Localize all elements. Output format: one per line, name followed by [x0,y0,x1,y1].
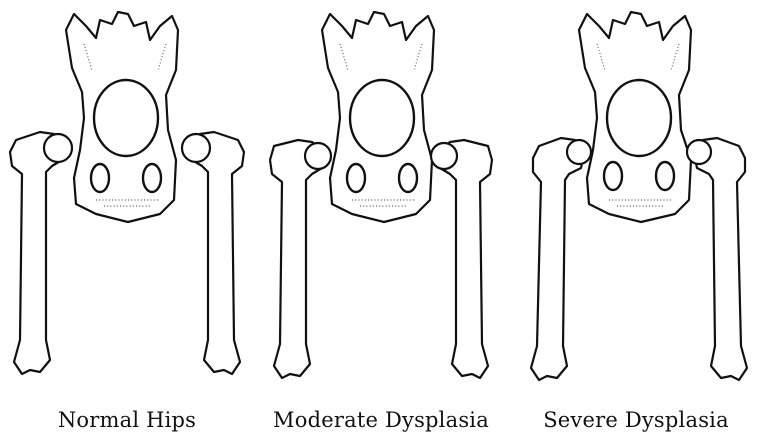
panel-normal-hips: Normal Hips [0,0,254,444]
caption-moderate-dysplasia: Moderate Dysplasia [254,408,508,432]
right-femur [431,140,492,378]
panel-moderate-dysplasia: Moderate Dysplasia [254,0,508,444]
severe-dysplasia-illustration [509,0,763,400]
pelvis [66,12,178,222]
left-femur [531,138,591,380]
right-femur [182,132,244,374]
left-femur [10,132,72,374]
right-femur [687,138,747,380]
left-femur [270,140,331,378]
pelvis [322,12,434,222]
panel-severe-dysplasia: Severe Dysplasia [509,0,763,444]
moderate-dysplasia-illustration [254,0,508,400]
caption-severe-dysplasia: Severe Dysplasia [509,408,763,432]
pelvis [579,12,691,222]
normal-hips-illustration [0,0,254,400]
caption-normal-hips: Normal Hips [0,408,254,432]
